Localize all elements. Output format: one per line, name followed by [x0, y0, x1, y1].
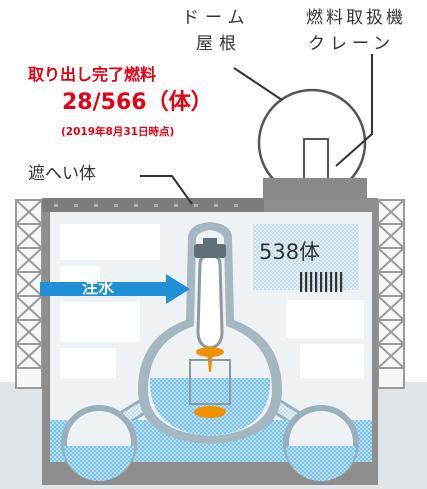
debris-pedestal — [194, 406, 226, 418]
pedestal — [189, 359, 231, 405]
shield-panel-marks — [54, 204, 238, 207]
crane-label-line1: 燃料取扱機 — [306, 8, 406, 28]
removed-fuel-date: (2019年8月31日時点) — [61, 126, 175, 138]
shield-callout-line — [140, 175, 193, 205]
right-scaffold — [377, 199, 405, 389]
water-injection-label: 注水 — [82, 278, 115, 297]
vessel-head — [194, 244, 226, 258]
dome-callout-line — [233, 67, 283, 101]
crane-label-line2: クレーン — [308, 34, 396, 54]
shield-panel — [42, 198, 264, 212]
dome-roof-label-line1: ドーム — [182, 8, 251, 28]
dome-roof-label-line2: 屋根 — [196, 34, 242, 54]
left-scaffold — [15, 199, 43, 389]
vessel-cap — [203, 238, 217, 246]
water-injection-arrow — [40, 274, 190, 304]
removed-fuel-title: 取り出し完了燃料 — [28, 65, 157, 84]
removed-fuel-count: 28/566（体） — [62, 90, 213, 115]
shield-body-label: 遮へい体 — [28, 164, 96, 184]
reactor-pressure-vessel — [196, 253, 224, 350]
right-chamber-water — [286, 446, 356, 481]
pool-remaining-label: 538体 — [259, 240, 321, 264]
debris-drip — [207, 352, 213, 372]
left-chamber-water — [64, 446, 134, 481]
crane-callout-line — [335, 54, 373, 167]
crane-base — [263, 178, 367, 198]
fuel-handling-crane — [303, 138, 329, 182]
fuel-racks — [300, 272, 343, 292]
